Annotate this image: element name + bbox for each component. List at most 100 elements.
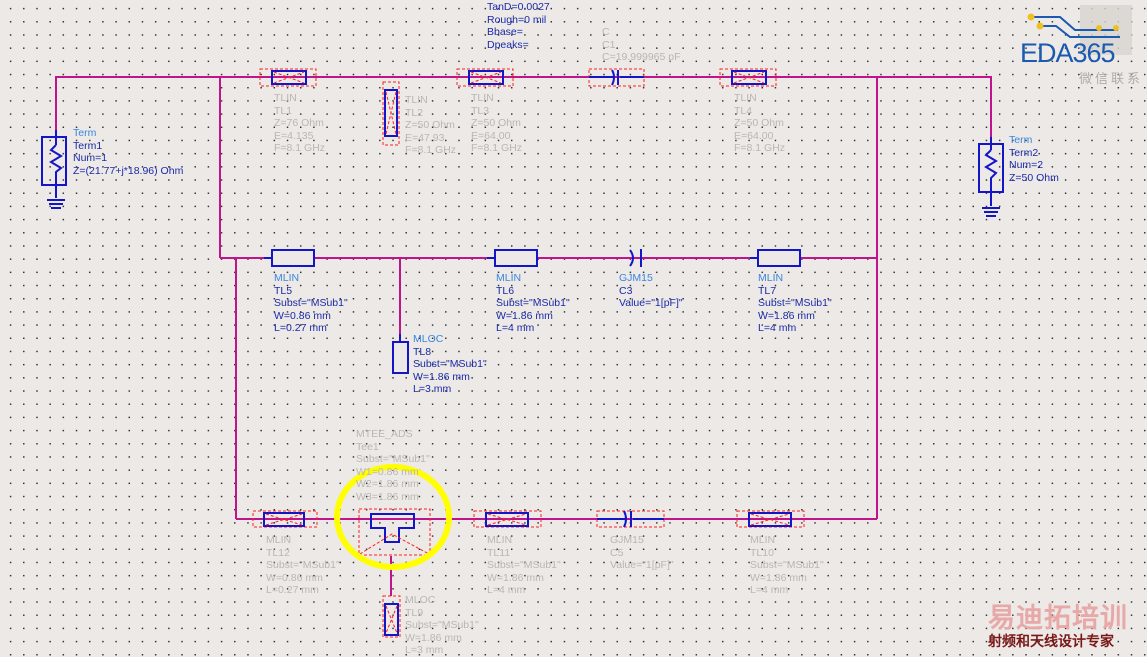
training-subtitle: 射频和天线设计专家 — [988, 633, 1114, 649]
tl8-symbol[interactable] — [392, 341, 409, 374]
param: E=47.93 — [405, 131, 445, 144]
tl10-symbol[interactable] — [736, 510, 805, 528]
param: L=0.27 mm — [274, 322, 327, 335]
param: Z=50 Ohm — [405, 119, 455, 132]
param: F=8.1 GHz — [274, 142, 326, 155]
instance: Term2 — [1009, 146, 1039, 159]
instance: TL11 — [487, 546, 511, 559]
type: MLIN — [496, 272, 522, 284]
type: TLIN — [734, 92, 757, 104]
param: E=64.00 — [471, 129, 511, 142]
param: L=4 mm — [758, 322, 797, 335]
type: TLIN — [471, 92, 494, 104]
param: Subst="MSub1" — [413, 358, 487, 371]
param: L=3 mm — [405, 644, 444, 657]
instance: C5 — [610, 546, 624, 559]
param: Value="1[pF]" — [619, 297, 683, 310]
eda365-logo-icon — [1027, 5, 1132, 55]
param: Z=50 Ohm — [1009, 171, 1059, 184]
tl12-symbol[interactable] — [252, 510, 318, 528]
tl11-symbol[interactable] — [473, 510, 542, 528]
term1-label[interactable]: Term Term1 Num=1 Z=(21.77+j*18.96) Ohm — [73, 127, 183, 177]
tl6-symbol[interactable] — [494, 249, 538, 267]
param: W=1.86 mm — [758, 309, 815, 322]
type: MLIN — [750, 534, 776, 546]
term1-symbol[interactable] — [41, 130, 67, 209]
type: Term — [1009, 134, 1033, 146]
instance: TL2 — [405, 106, 424, 119]
type: MLIN — [487, 534, 513, 546]
type: MLIN — [758, 272, 784, 284]
c5-symbol[interactable] — [596, 510, 665, 528]
wires — [55, 76, 992, 596]
tl1-symbol[interactable] — [259, 68, 317, 87]
param: Value="1[pF]" — [610, 559, 674, 572]
c1-symbol[interactable] — [588, 68, 645, 87]
param: Subst="MSub1" — [405, 619, 479, 632]
eda365-subtitle: 微信联系 — [1079, 71, 1144, 86]
param: Num=2 — [1009, 159, 1044, 172]
tl4-symbol[interactable] — [719, 68, 777, 87]
param: L=4 mm — [750, 584, 789, 597]
type: TLIN — [405, 94, 428, 106]
instance: TL5 — [274, 284, 293, 297]
type: MLIN — [274, 272, 300, 284]
tl9-symbol[interactable] — [382, 595, 401, 638]
param: E=4.135 — [274, 129, 314, 142]
instance: TL4 — [734, 104, 753, 117]
tl2-symbol[interactable] — [382, 81, 400, 146]
type: MLOC — [405, 594, 436, 606]
param: Subst="MSub1" — [487, 559, 561, 572]
tl7-symbol[interactable] — [757, 249, 801, 267]
instance: TL9 — [405, 606, 424, 619]
instance: TL8 — [413, 345, 432, 358]
param: F=8.1 GHz — [734, 142, 786, 155]
highlight-circle — [334, 464, 452, 570]
param: Z=(21.77+j*18.96) Ohm — [73, 164, 184, 177]
param: E=64.00 — [734, 129, 774, 142]
param: Z=76 Ohm — [274, 117, 324, 130]
param: L=4 mm — [487, 584, 526, 597]
c3-symbol[interactable] — [629, 249, 642, 267]
param: W=1.86 mm — [750, 571, 807, 584]
instance: Term1 — [73, 139, 103, 152]
param: W=1.86 mm — [413, 370, 470, 383]
term2-label[interactable]: Term Term2 Num=2 Z=50 Ohm — [1009, 134, 1059, 184]
param-line: Bbase= — [487, 26, 523, 39]
tl5-symbol[interactable] — [271, 249, 315, 267]
param: Z=50 Ohm — [471, 117, 521, 130]
param-line: TanD=0.0027 — [487, 1, 550, 13]
type: TLIN — [274, 92, 297, 104]
param: W3=1.86 mm — [356, 490, 419, 503]
term2-symbol[interactable] — [978, 137, 1004, 217]
tl3-symbol[interactable] — [456, 68, 514, 87]
param: Subst="MSub1" — [750, 559, 824, 572]
type: MTEE_ADS — [356, 428, 413, 440]
param: Subst="MSub1" — [274, 297, 348, 310]
tee1-symbol[interactable] — [358, 508, 431, 556]
param: W=1.86 mm — [405, 631, 462, 644]
instance: TL7 — [758, 284, 777, 297]
type: GJM15 — [619, 272, 653, 284]
instance: C3 — [619, 284, 633, 297]
param: W=0.86 mm — [274, 309, 331, 322]
param-line: Dpeaks= — [487, 38, 529, 51]
param: F=8.1 GHz — [471, 142, 523, 155]
